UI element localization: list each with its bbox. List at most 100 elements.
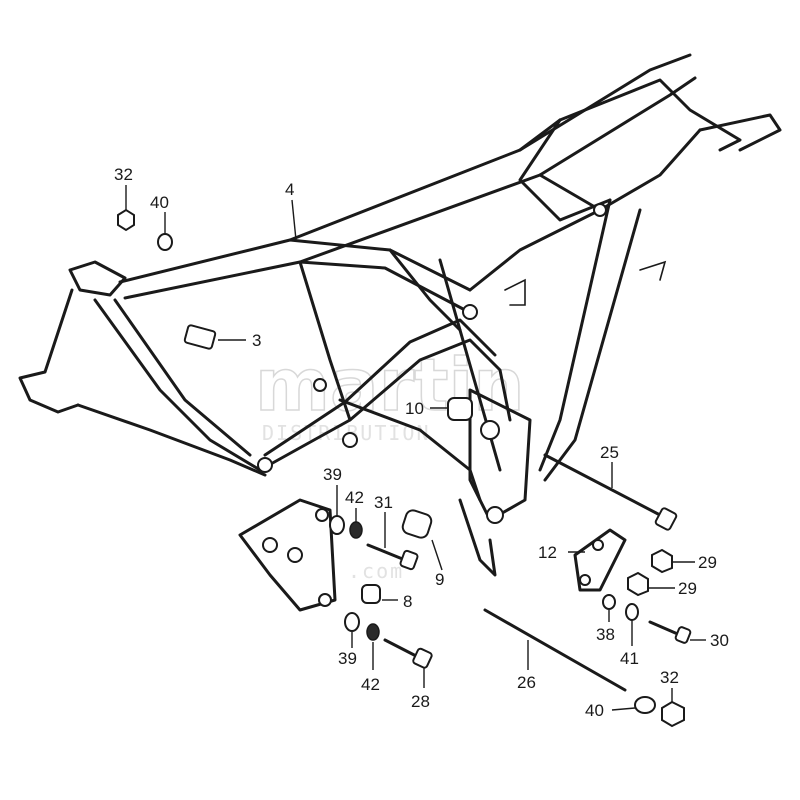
stand-bracket xyxy=(458,498,497,577)
callout-9: 9 xyxy=(435,570,444,589)
hanger-hole-1 xyxy=(262,537,278,553)
callout-30: 30 xyxy=(710,631,729,650)
washer-41 xyxy=(625,603,639,621)
callout-31: 31 xyxy=(374,493,393,512)
top-tube-left xyxy=(118,238,472,292)
seat-rail-cross xyxy=(518,118,612,222)
callout-38: 38 xyxy=(596,625,615,644)
hardware xyxy=(117,185,706,728)
top-rail-upper xyxy=(288,53,692,242)
callout-12: 12 xyxy=(538,543,557,562)
callout-29-lower: 29 xyxy=(678,579,697,598)
mount-hole-inner xyxy=(313,378,327,392)
bolt-31-head xyxy=(399,549,419,571)
shaft-26 xyxy=(483,608,627,692)
callout-39-upper: 39 xyxy=(323,465,342,484)
center-pillar xyxy=(438,258,502,472)
inner-tab xyxy=(504,278,526,306)
nut-29-upper xyxy=(651,548,673,574)
mount-hole-top xyxy=(462,304,478,320)
callout-25: 25 xyxy=(600,443,619,462)
callout-28: 28 xyxy=(411,692,430,711)
hanger-hole-3 xyxy=(315,508,329,522)
collar-9 xyxy=(401,509,433,539)
lower-cradle xyxy=(258,338,512,472)
leader-40-bottom xyxy=(611,707,636,711)
bushing-10-body xyxy=(447,397,473,421)
callout-39-lower: 39 xyxy=(338,649,357,668)
hanger-hole-4 xyxy=(318,593,332,607)
top-rail-upper-inner xyxy=(298,76,697,264)
side-tab xyxy=(639,260,667,281)
bracket-3-body xyxy=(183,324,217,350)
hanger-plate xyxy=(238,498,337,612)
leader-9 xyxy=(431,539,443,571)
callout-4: 4 xyxy=(285,180,294,199)
washer-40-bottom xyxy=(634,696,656,714)
engine-hanger-bracket xyxy=(238,498,337,612)
main-frame xyxy=(18,53,782,577)
callout-42-lower: 42 xyxy=(361,675,380,694)
plate-12-hole-top xyxy=(592,539,604,551)
lower-mount-rail xyxy=(338,398,482,502)
washer-42-upper xyxy=(349,521,363,539)
washer-39-lower xyxy=(344,612,360,632)
bolt-25-head xyxy=(654,507,678,531)
bolt-28-shaft xyxy=(383,638,422,660)
cross-member xyxy=(468,208,602,292)
callout-3: 3 xyxy=(252,331,261,350)
top-tube-left-inner xyxy=(123,260,467,312)
callout-labels: 32 40 4 3 10 25 39 42 31 9 8 39 42 28 12… xyxy=(114,165,729,720)
rear-brace-outer xyxy=(543,208,642,482)
lower-cradle-inner xyxy=(263,318,497,457)
down-tube-right xyxy=(113,298,252,457)
part-10-bushing xyxy=(430,397,473,421)
spacer-8 xyxy=(361,584,381,604)
pivot-hole-upper xyxy=(480,420,500,440)
callout-32-top: 32 xyxy=(114,165,133,184)
rear-mount-hole xyxy=(593,203,607,217)
grab-rail xyxy=(698,113,782,152)
rear-brace-right xyxy=(538,198,612,472)
washer-42-lower xyxy=(366,623,380,641)
callout-41: 41 xyxy=(620,649,639,668)
washer-38 xyxy=(602,594,616,610)
callout-8: 8 xyxy=(403,592,412,611)
nut-32-top xyxy=(117,208,135,232)
washer-40-top xyxy=(157,233,173,251)
bolt-25-shaft xyxy=(543,453,662,517)
callout-42-upper: 42 xyxy=(345,488,364,507)
plate-12-hole-bottom xyxy=(579,574,591,586)
down-tube-left xyxy=(93,298,262,472)
part-3-bracket xyxy=(183,324,246,350)
callout-29-upper: 29 xyxy=(698,553,717,572)
head-pipe-top xyxy=(68,260,127,297)
hanger-hole-2 xyxy=(287,547,303,563)
callout-40-bottom: 40 xyxy=(585,701,604,720)
rear-subframe xyxy=(518,78,742,152)
pivot-hole-lower xyxy=(486,506,504,524)
nut-32-bottom xyxy=(661,700,685,728)
rear-subframe-lower xyxy=(538,128,702,212)
mount-hole-front xyxy=(257,457,273,473)
bolt-31-shaft xyxy=(366,543,407,562)
leader-4 xyxy=(291,199,297,241)
down-tube-lower xyxy=(76,403,267,477)
plate-12 xyxy=(573,528,627,592)
watermark-tld: .com xyxy=(348,559,404,583)
callout-32-bottom: 32 xyxy=(660,668,679,687)
mount-hole-mid xyxy=(342,432,358,448)
pivot-plate xyxy=(468,388,532,522)
head-pipe xyxy=(18,288,80,414)
bolt-28-head xyxy=(412,647,433,669)
callout-26: 26 xyxy=(517,673,536,692)
nut-29-lower xyxy=(627,571,649,597)
washer-39-upper xyxy=(329,515,345,535)
watermark: martin DISTRIBUTION .com xyxy=(254,342,525,583)
bolt-30-head xyxy=(674,626,692,644)
gusset-top xyxy=(388,248,462,332)
callout-40-top: 40 xyxy=(150,193,169,212)
bolt-30-shaft xyxy=(648,620,682,637)
callout-10: 10 xyxy=(405,399,424,418)
